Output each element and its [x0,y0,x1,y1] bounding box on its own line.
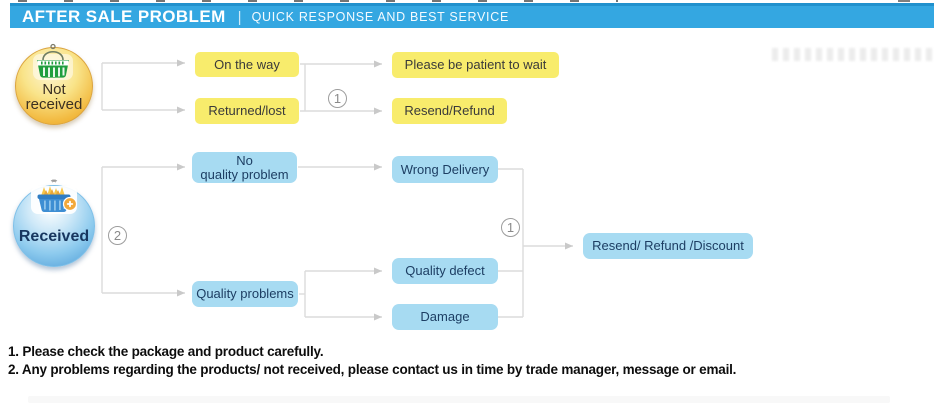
no-quality-line1: No [236,152,253,168]
marker-1-text: 1 [333,91,342,106]
header-bar: AFTER SALE PROBLEM | QUICK RESPONSE AND … [10,3,934,28]
box-no-quality-problem: No quality problem [192,152,297,183]
on-the-way-label: On the way [214,56,280,72]
marker-1-right-text: 1 [506,220,515,235]
box-quality-defect: Quality defect [392,258,498,284]
returned-lost-label: Returned/lost [208,103,286,118]
cropped-text-artifact [898,0,910,2]
marker-flow2: 2 [108,226,127,245]
page-title: AFTER SALE PROBLEM [22,7,226,26]
box-on-the-way: On the way [195,52,299,77]
box-damage: Damage [392,304,498,330]
marker-flow1-right: 1 [501,218,520,237]
box-please-wait: Please be patient to wait [392,52,559,78]
green-basket-icon [33,43,73,80]
note-line-1: 1. Please check the package and product … [8,344,324,359]
node-not-received: Not received [15,43,93,125]
node-received: Received [13,179,95,267]
marker-2-text: 2 [113,228,122,243]
quality-problems-label: Quality problems [196,286,294,301]
box-quality-problems: Quality problems [192,281,298,307]
box-returned-lost: Returned/lost [195,98,299,124]
please-wait-label: Please be patient to wait [404,57,547,72]
faint-ghost-text [772,48,934,61]
page-subtitle: QUICK RESPONSE AND BEST SERVICE [251,10,509,24]
no-quality-problem-label: No quality problem [200,152,289,182]
box-resend-refund-discount: Resend/ Refund /Discount [583,233,753,259]
box-wrong-delivery: Wrong Delivery [392,156,498,183]
note-line-2: 2. Any problems regarding the products/ … [8,362,737,377]
resend-refund-label: Resend/Refund [404,103,495,118]
resend-refund-discount-label: Resend/ Refund /Discount [592,238,744,253]
cropped-bottom-strip [28,396,890,403]
cropped-text-artifacts [18,0,618,2]
box-resend-refund: Resend/Refund [392,98,507,124]
blue-cart-with-goods-icon [31,179,78,214]
damage-label: Damage [420,309,470,324]
title-separator: | [237,8,242,26]
not-received-line2: received [25,96,83,113]
wrong-delivery-label: Wrong Delivery [400,161,490,177]
marker-flow1-top: 1 [328,89,347,108]
quality-defect-label: Quality defect [405,263,485,278]
not-received-line1: Not [42,81,66,98]
no-quality-line2: quality problem [200,166,289,182]
received-text: Received [18,228,90,245]
not-received-label: Not received [16,82,92,112]
received-label: Received [14,228,94,246]
